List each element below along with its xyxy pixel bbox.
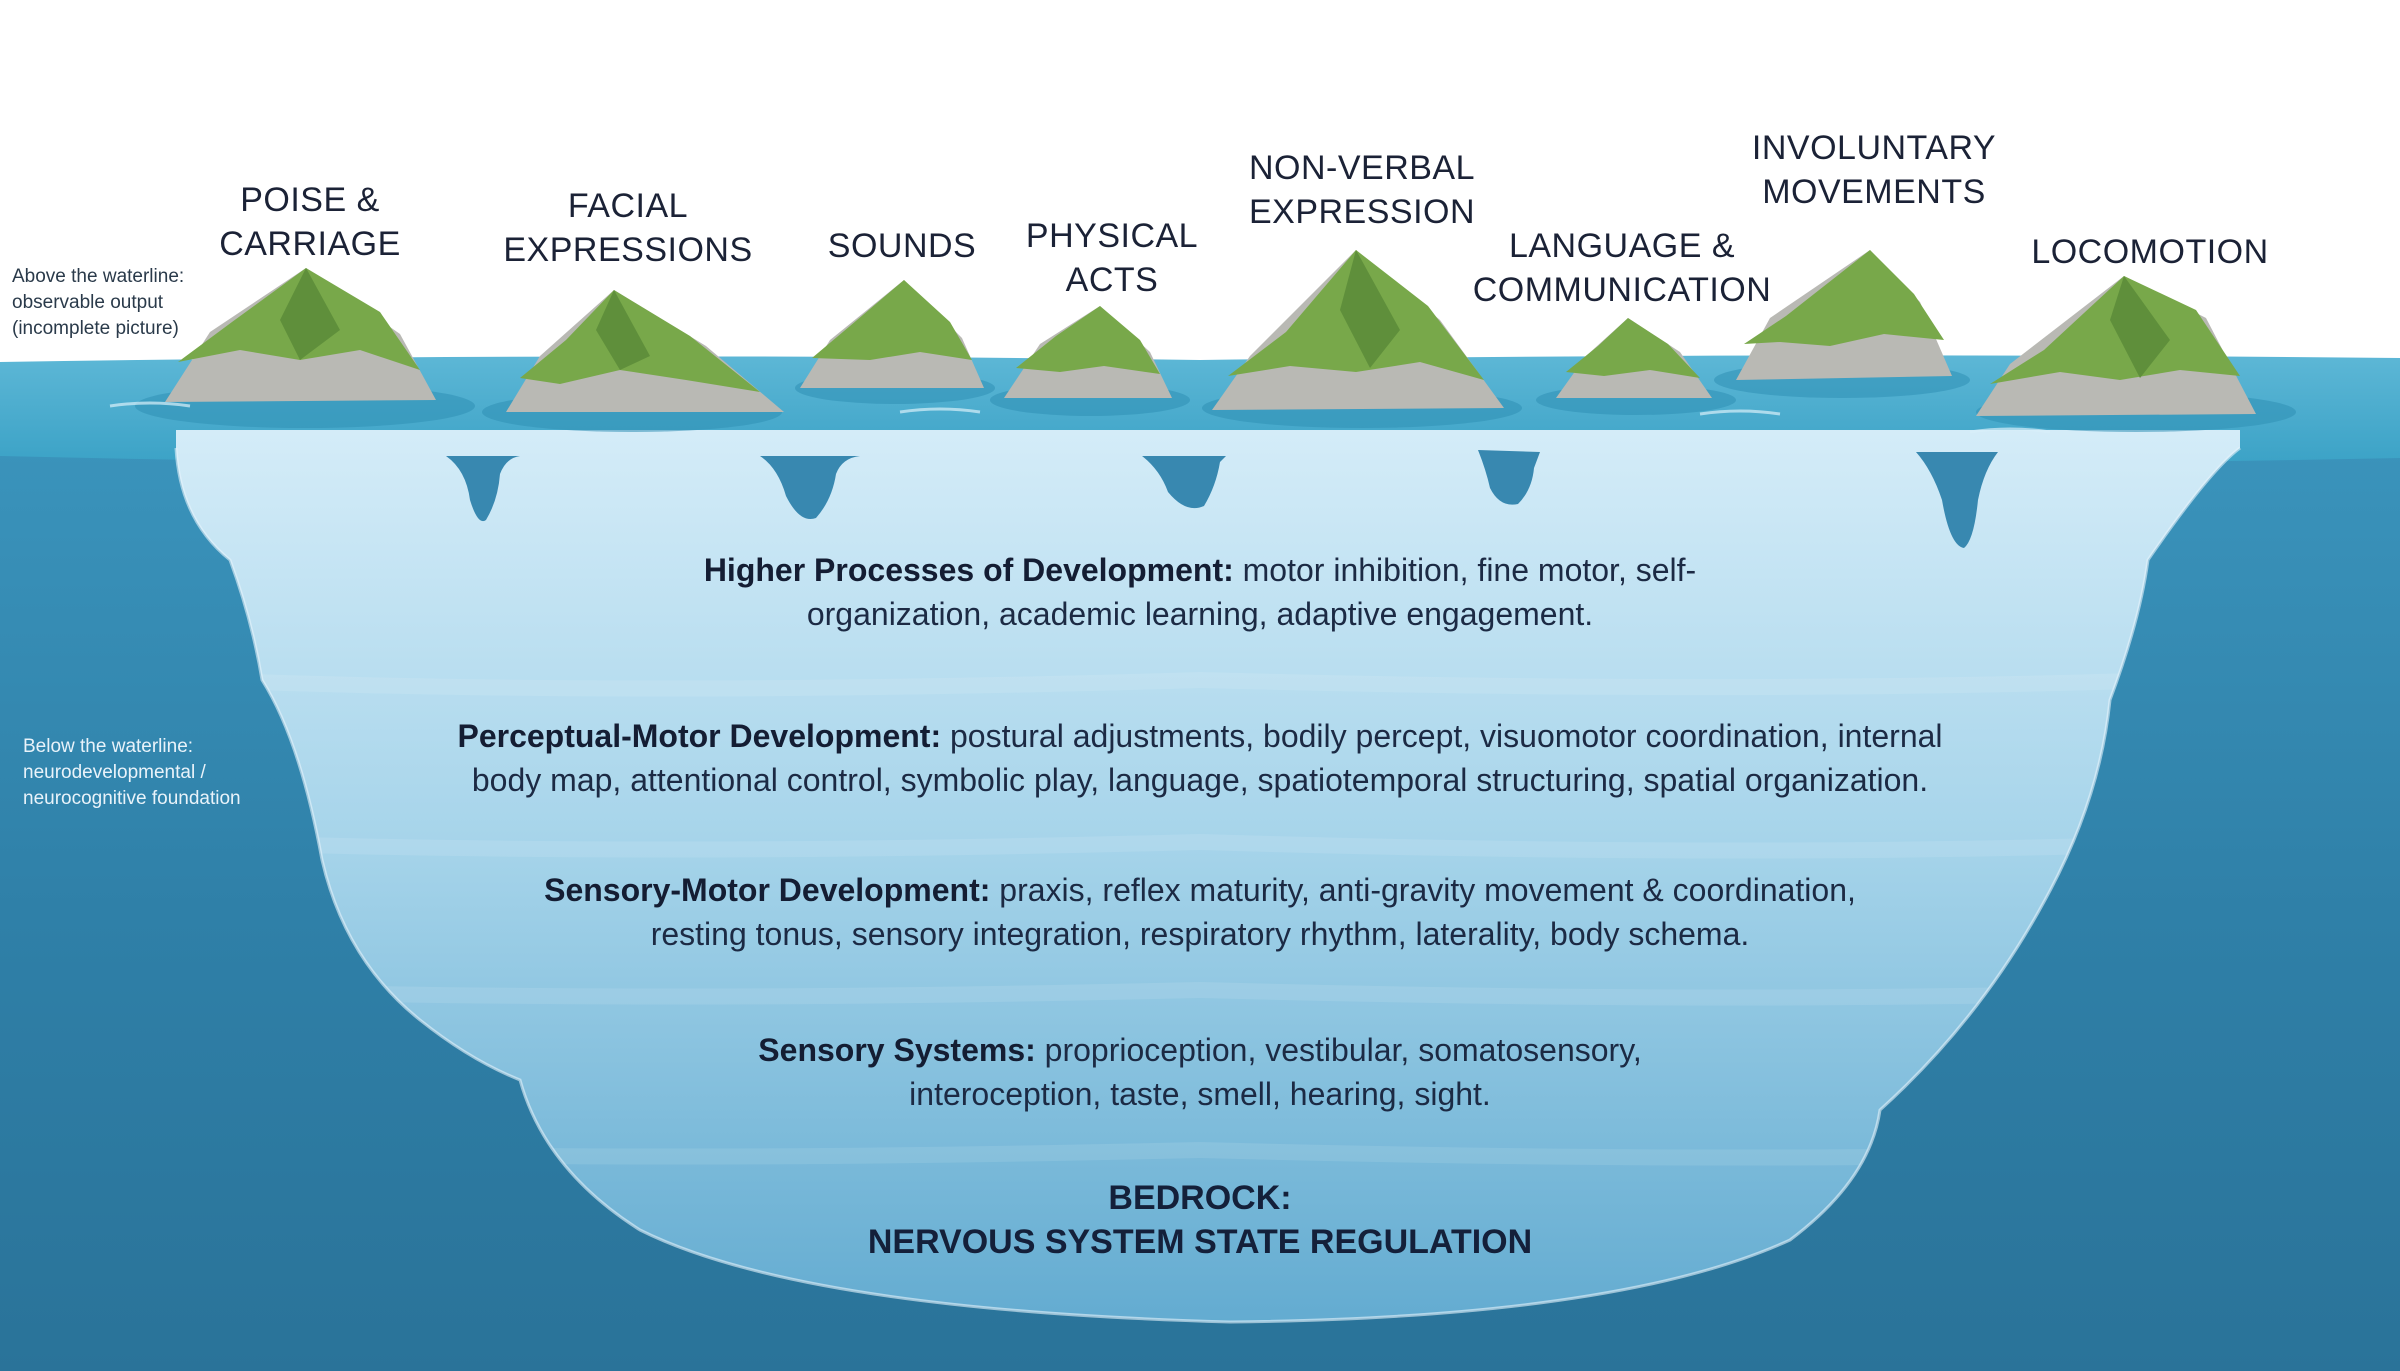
layer-line-1: Sensory Systems: proprioception, vestibu… (758, 1028, 1641, 1072)
above-note-line-3: (incomplete picture) (12, 318, 179, 339)
layer-line-2: body map, attentional control, symbolic … (471, 762, 1929, 798)
layer-text: motor inhibition, fine motor, self- (1233, 552, 1697, 588)
layer-line-1: Higher Processes of Development: motor i… (704, 548, 1696, 592)
island-label-line: SOUNDS (827, 227, 977, 265)
below-note-line-3: neurocognitive foundation (23, 788, 241, 809)
above-note-line-2: observable output (12, 292, 164, 313)
layer-title: Higher Processes of Development: (703, 552, 1234, 588)
below-note-line-2: neurodevelopmental / (23, 762, 206, 783)
island-locomotion (1976, 276, 2296, 432)
layer-line-1: Perceptual-Motor Development: postural a… (457, 714, 1942, 758)
island-poise (135, 268, 475, 428)
island-label-physical-acts: PHYSICAL ACTS (1026, 214, 1198, 302)
layer-line-2: interoception, taste, smell, hearing, si… (909, 1076, 1491, 1112)
island-label-line: POISE & (240, 181, 380, 219)
island-label-line: PHYSICAL (1025, 217, 1199, 255)
island-label-involuntary-movements: INVOLUNTARY MOVEMENTS (1752, 126, 1996, 214)
iceberg-drips (446, 450, 1998, 548)
island-sounds (795, 280, 995, 404)
island-label-line: COMMUNICATION (1472, 271, 1772, 309)
layer-text: postural adjustments, bodily percept, vi… (941, 718, 1943, 754)
island-language (1536, 318, 1736, 415)
layer-sensory-motor: Sensory-Motor Development: praxis, refle… (544, 868, 1856, 956)
island-label-sounds: SOUNDS (828, 224, 976, 268)
layer-title: Sensory-Motor Development: (544, 872, 991, 908)
layer-perceptual-motor: Perceptual-Motor Development: postural a… (457, 714, 1942, 802)
layer-line-1: Sensory-Motor Development: praxis, refle… (544, 868, 1856, 912)
island-label-language-communication: LANGUAGE & COMMUNICATION (1473, 224, 1772, 312)
layer-title: Perceptual-Motor Development: (457, 718, 942, 754)
layer-title: Sensory Systems: (758, 1032, 1036, 1068)
island-label-line: ACTS (1065, 261, 1159, 299)
bedrock-line-2: NERVOUS SYSTEM STATE REGULATION (867, 1223, 1533, 1261)
layer-sensory-systems: Sensory Systems: proprioception, vestibu… (758, 1028, 1641, 1116)
bedrock-label: BEDROCK: NERVOUS SYSTEM STATE REGULATION (868, 1176, 1532, 1264)
layer-higher-processes: Higher Processes of Development: motor i… (704, 548, 1696, 636)
below-waterline-note: Below the waterline: neurodevelopmental … (23, 734, 241, 812)
island-label-line: EXPRESSIONS (503, 231, 753, 269)
island-physical (990, 306, 1190, 416)
island-label-line: NON-VERBAL (1248, 149, 1476, 187)
island-involuntary (1714, 250, 1970, 398)
island-label-poise-carriage: POISE & CARRIAGE (219, 178, 401, 266)
island-label-line: MOVEMENTS (1762, 173, 1986, 211)
island-label-locomotion: LOCOMOTION (2031, 230, 2268, 274)
layer-line-2: organization, academic learning, adaptiv… (806, 596, 1594, 632)
island-label-line: LANGUAGE & (1508, 227, 1736, 265)
island-label-line: LOCOMOTION (2031, 233, 2269, 271)
bedrock-line-1: BEDROCK: (1108, 1179, 1292, 1217)
layer-text: praxis, reflex maturity, anti-gravity mo… (990, 872, 1856, 908)
above-note-line-1: Above the waterline: (12, 266, 185, 287)
island-nonverbal (1202, 250, 1522, 428)
island-label-line: FACIAL (567, 187, 689, 225)
above-waterline-note: Above the waterline: observable output (… (12, 264, 184, 342)
island-label-facial-expressions: FACIAL EXPRESSIONS (503, 184, 752, 272)
island-label-line: EXPRESSION (1248, 193, 1476, 231)
island-label-line: INVOLUNTARY (1751, 129, 1997, 167)
layer-line-2: resting tonus, sensory integration, resp… (650, 916, 1750, 952)
below-note-line-1: Below the waterline: (23, 736, 194, 757)
water-highlights (109, 401, 2051, 434)
island-label-line: CARRIAGE (219, 225, 401, 263)
island-facial (482, 290, 784, 432)
island-label-non-verbal-expression: NON-VERBAL EXPRESSION (1249, 146, 1475, 234)
layer-text: proprioception, vestibular, somatosensor… (1035, 1032, 1642, 1068)
